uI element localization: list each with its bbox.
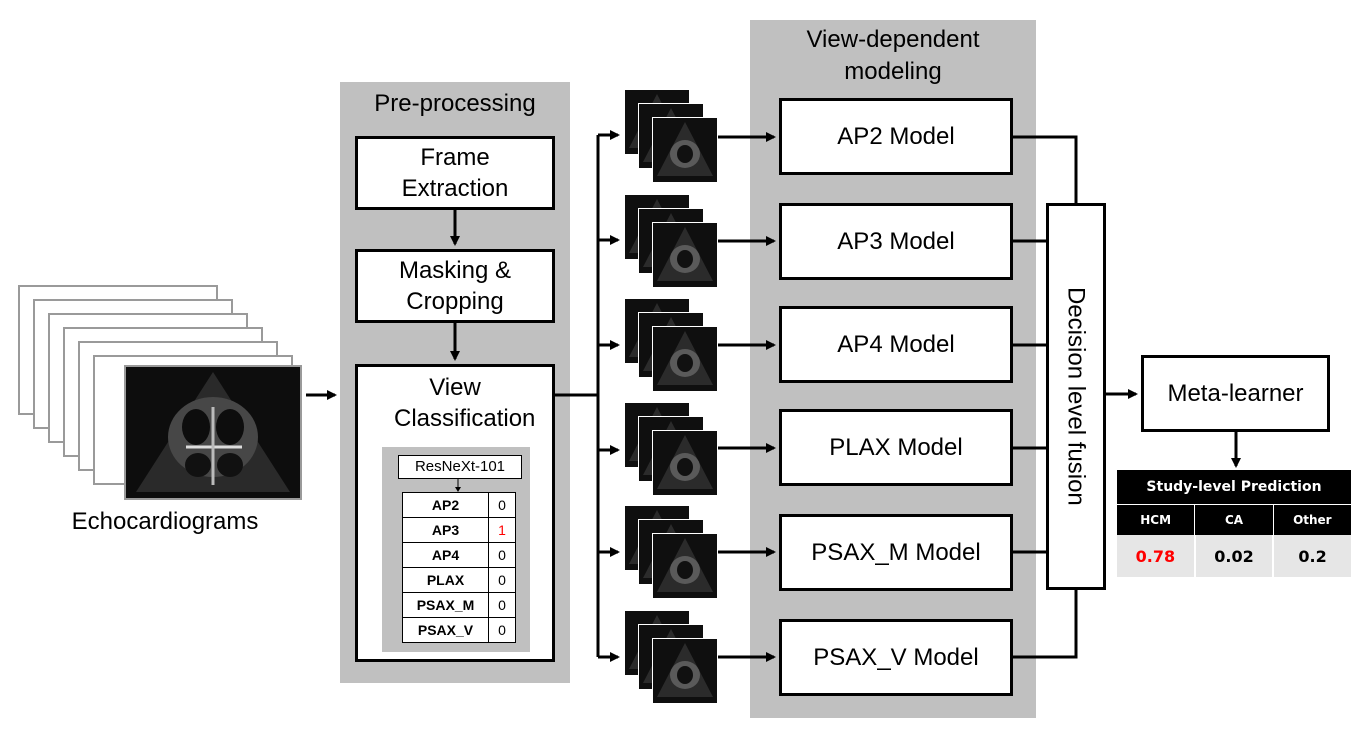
heart-echo-icon bbox=[126, 367, 300, 498]
model-box-ap3: AP3 Model bbox=[779, 203, 1013, 280]
modeling-title-line2: modeling bbox=[844, 58, 942, 85]
view-value: 0 bbox=[488, 542, 516, 568]
study-level-prediction-table: Study-level Prediction HCM CA Other 0.78… bbox=[1117, 470, 1351, 577]
table-row: PSAX_V 0 bbox=[402, 617, 516, 643]
value-hcm: 0.78 bbox=[1117, 535, 1196, 577]
view-label: AP3 bbox=[402, 517, 489, 543]
value-other: 0.2 bbox=[1273, 535, 1351, 577]
model-box-ap2: AP2 Model bbox=[779, 98, 1013, 175]
ultrasound-frame-icon bbox=[652, 533, 718, 599]
thumbnail-stack bbox=[624, 194, 720, 290]
decision-fusion-label: Decision level fusion bbox=[1062, 287, 1090, 506]
thumbnail-stack bbox=[624, 610, 720, 706]
ultrasound-frame-icon bbox=[652, 430, 718, 496]
model-box-psax-m: PSAX_M Model bbox=[779, 514, 1013, 591]
model-box-ap4: AP4 Model bbox=[779, 306, 1013, 383]
header-hcm: HCM bbox=[1117, 504, 1196, 535]
table-row: PLAX 0 bbox=[402, 567, 516, 593]
view-classification-title: View Classification bbox=[394, 374, 536, 433]
model-box-psax-v: PSAX_V Model bbox=[779, 619, 1013, 696]
table-row: HCM CA Other bbox=[1117, 504, 1351, 535]
echocardiogram-stack bbox=[18, 285, 308, 505]
table-row: 0.78 0.02 0.2 bbox=[1117, 535, 1351, 577]
table-row: PSAX_M 0 bbox=[402, 592, 516, 618]
view-value: 0 bbox=[488, 617, 516, 643]
view-label: PSAX_M bbox=[402, 592, 489, 618]
view-classification-box: View Classification ResNeXt-101 AP2 0 AP… bbox=[355, 364, 555, 662]
echo-image-front bbox=[124, 365, 302, 500]
thumbnail-stack bbox=[624, 89, 720, 185]
down-arrow-icon bbox=[455, 479, 461, 492]
thumbnail-stack bbox=[624, 505, 720, 601]
view-value-highlight: 1 bbox=[488, 517, 516, 543]
prediction-title: Study-level Prediction bbox=[1117, 470, 1351, 505]
view-probability-table: AP2 0 AP3 1 AP4 0 PLAX 0 PSAX_M 0 bbox=[402, 492, 516, 643]
view-label: PSAX_V bbox=[402, 617, 489, 643]
modeling-title-line1: View-dependent bbox=[806, 26, 980, 53]
echocardiograms-label: Echocardiograms bbox=[71, 508, 259, 535]
ultrasound-frame-icon bbox=[652, 326, 718, 392]
view-value: 0 bbox=[488, 567, 516, 593]
table-row: Study-level Prediction bbox=[1117, 470, 1351, 505]
thumbnail-stack bbox=[624, 402, 720, 498]
model-box-plax: PLAX Model bbox=[779, 409, 1013, 486]
ultrasound-frame-icon bbox=[652, 638, 718, 704]
view-value: 0 bbox=[488, 592, 516, 618]
view-value: 0 bbox=[488, 492, 516, 518]
thumbnail-stack bbox=[624, 298, 720, 394]
header-other: Other bbox=[1273, 504, 1351, 535]
table-row: AP4 0 bbox=[402, 542, 516, 568]
resnext-label: ResNeXt-101 bbox=[398, 455, 522, 479]
decision-fusion-box: Decision level fusion bbox=[1046, 203, 1106, 590]
value-ca: 0.02 bbox=[1194, 535, 1275, 577]
preprocessing-title: Pre-processing bbox=[374, 90, 536, 117]
ultrasound-frame-icon bbox=[652, 222, 718, 288]
header-ca: CA bbox=[1194, 504, 1274, 535]
masking-cropping-box: Masking & Cropping bbox=[355, 249, 555, 323]
table-row: AP3 1 bbox=[402, 517, 516, 543]
meta-learner-box: Meta-learner bbox=[1141, 355, 1330, 432]
ultrasound-frame-icon bbox=[652, 117, 718, 183]
classifier-panel: ResNeXt-101 AP2 0 AP3 1 AP4 0 bbox=[382, 447, 530, 652]
frame-extraction-box: Frame Extraction bbox=[355, 136, 555, 210]
